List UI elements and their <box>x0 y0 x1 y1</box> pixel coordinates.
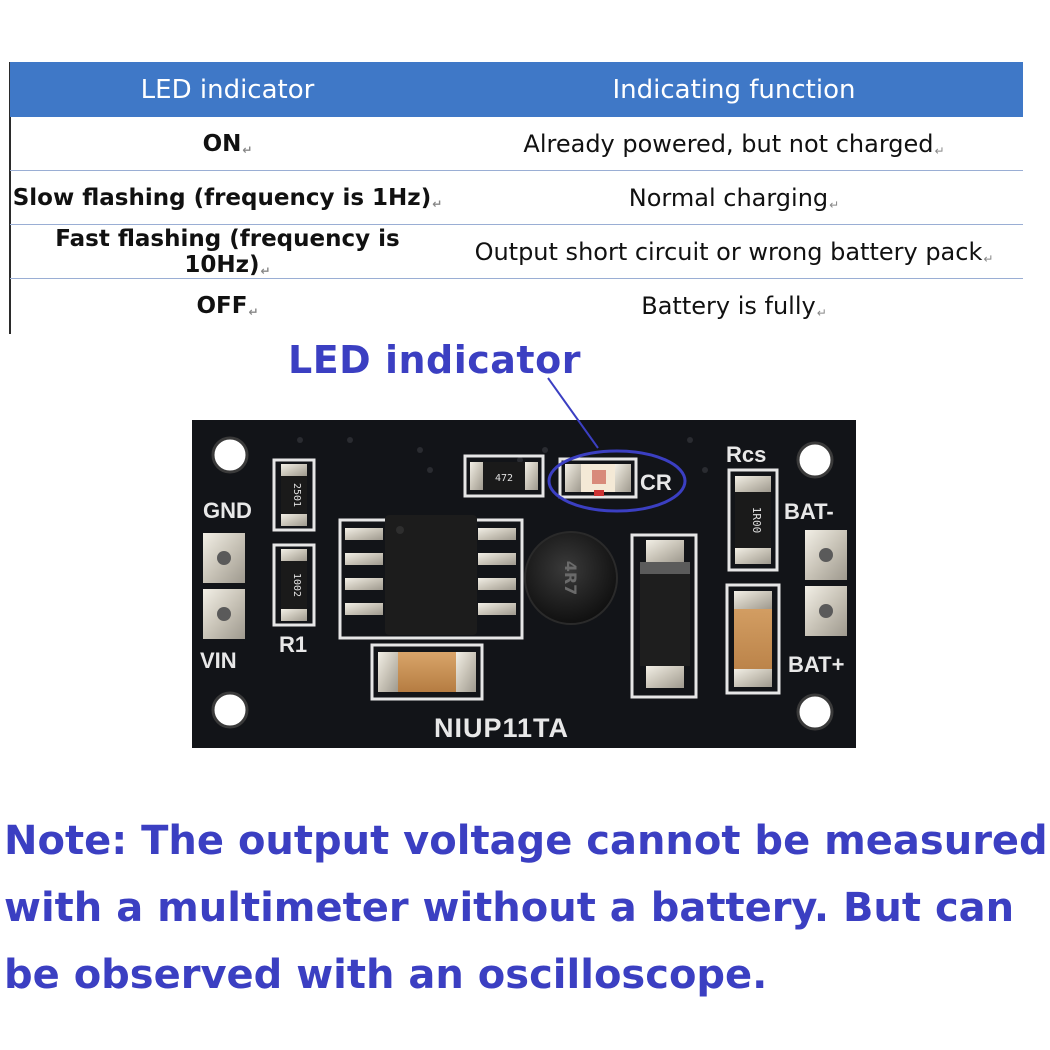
row-indicator: OFF↵ <box>196 292 259 319</box>
bat-neg-pad <box>805 530 847 580</box>
silk-label-r1: R1 <box>279 632 307 657</box>
resistor-rcs <box>727 468 779 572</box>
paragraph-mark-icon: ↵ <box>432 196 443 211</box>
silk-label-rcs: Rcs <box>726 442 766 467</box>
resistor-rcs-code: 1R00 <box>750 507 763 534</box>
inductor-code: 4R7 <box>561 561 580 596</box>
led-indicator-table: LED indicator Indicating function ON↵ Al… <box>10 62 1023 332</box>
resistor-r1 <box>272 543 316 627</box>
ic-chip <box>338 515 524 640</box>
paragraph-mark-icon: ↵ <box>934 143 945 158</box>
silk-label-model: NIUP11TA <box>434 713 569 743</box>
note-text: Note: The output voltage cannot be measu… <box>4 818 1048 998</box>
silk-label-bat-pos: BAT+ <box>788 652 844 677</box>
resistor-led <box>463 454 545 498</box>
gnd-pad <box>203 533 245 583</box>
table-row: ON↵ Already powered, but not charged↵ <box>10 117 1023 171</box>
header-led-indicator: LED indicator <box>10 62 445 117</box>
silk-label-bat-neg: BAT- <box>784 499 834 524</box>
led-highlight-ellipse <box>547 449 687 513</box>
led-component <box>558 457 638 499</box>
mounting-hole-icon <box>211 436 834 731</box>
row-indicator: ON↵ <box>10 117 445 171</box>
capacitor-output <box>725 583 781 695</box>
inductor <box>524 531 618 625</box>
paragraph-mark-icon: ↵ <box>816 305 827 320</box>
paragraph-mark-icon: ↵ <box>829 197 840 212</box>
table-row: Slow flashing (frequency is 1Hz)↵ Normal… <box>10 170 1023 225</box>
paragraph-mark-icon: ↵ <box>242 142 253 157</box>
silk-label-gnd: GND <box>203 498 252 523</box>
row-function: Already powered, but not charged↵ <box>445 117 1023 171</box>
table-header-row: LED indicator Indicating function <box>10 62 1023 117</box>
silk-label-vin: VIN <box>200 648 237 673</box>
pcb-board <box>192 420 856 748</box>
row-function: Normal charging↵ <box>445 170 1023 225</box>
capacitor-input <box>370 643 484 701</box>
silk-label-cr: CR <box>640 470 672 495</box>
vin-pad <box>203 589 245 639</box>
row-function: Output short circuit or wrong battery pa… <box>445 224 1023 279</box>
diode-package <box>630 533 698 699</box>
row-function: Battery is fully↵ <box>641 291 827 320</box>
row-indicator: Slow flashing (frequency is 1Hz)↵ <box>10 170 445 225</box>
table-row: OFF↵ Battery is fully↵ <box>10 279 1023 333</box>
led-indicator-callout-label: LED indicator <box>288 338 581 382</box>
header-indicating-function: Indicating function <box>445 62 1023 117</box>
resistor-r-top-code: 2501 <box>291 483 302 507</box>
resistor-r-top <box>272 458 316 532</box>
paragraph-mark-icon: ↵ <box>983 251 994 266</box>
resistor-led-code: 472 <box>495 473 513 484</box>
callout-pointer-line <box>547 377 599 449</box>
paragraph-mark-icon: ↵ <box>260 263 271 278</box>
row-indicator: Fast flashing (frequency is 10Hz)↵ <box>10 224 445 279</box>
bat-pos-pad <box>805 586 847 636</box>
table-row: Fast flashing (frequency is 10Hz)↵ Outpu… <box>10 224 1023 279</box>
resistor-r1-code: 1002 <box>291 573 302 597</box>
paragraph-mark-icon: ↵ <box>248 304 259 319</box>
